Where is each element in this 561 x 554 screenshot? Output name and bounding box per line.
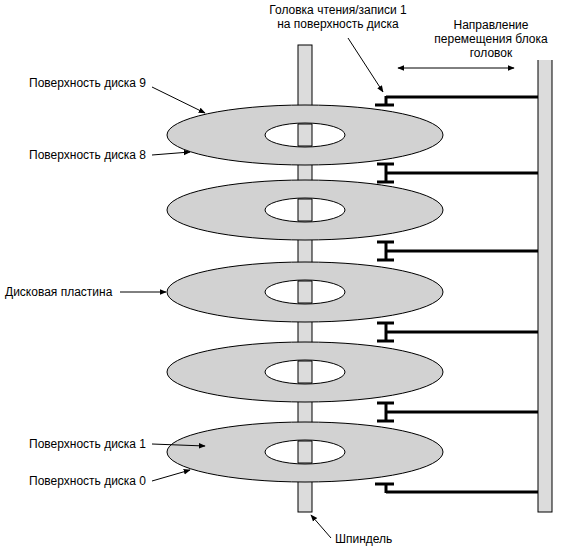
platter-hole — [265, 123, 345, 147]
disk-platter — [167, 180, 443, 240]
leader-lines — [120, 38, 383, 538]
spindle-segment — [298, 361, 312, 383]
disk-platter — [167, 105, 443, 165]
head-arms — [375, 96, 538, 493]
disk-platter — [167, 262, 443, 322]
platter-hole — [265, 440, 345, 464]
surface-label: Поверхность диска 1 — [28, 437, 147, 451]
spindle-segment — [298, 124, 312, 146]
platter-hole — [265, 280, 345, 304]
platter-hole — [265, 360, 345, 384]
surface-label: Поверхность диска 0 — [28, 474, 147, 488]
spindle-segment — [298, 199, 312, 221]
surface-label: Поверхность диска 8 — [28, 148, 147, 162]
head-label: Головка чтения/записи 1 на поверхность д… — [262, 3, 414, 31]
platter-label: Дисковая пластина — [4, 285, 113, 299]
direction-arrow — [398, 68, 514, 69]
head-rod — [538, 52, 552, 512]
spindle-segment — [298, 281, 312, 303]
direction-label: Направление перемещения блока головок — [425, 18, 557, 60]
spindle-segment — [298, 441, 312, 463]
surface-label: Поверхность диска 9 — [28, 76, 147, 90]
platter-hole — [265, 198, 345, 222]
spindle-label: Шпиндель — [334, 532, 393, 546]
platters — [167, 105, 443, 482]
disk-platter — [167, 422, 443, 482]
disk-platter — [167, 342, 443, 402]
